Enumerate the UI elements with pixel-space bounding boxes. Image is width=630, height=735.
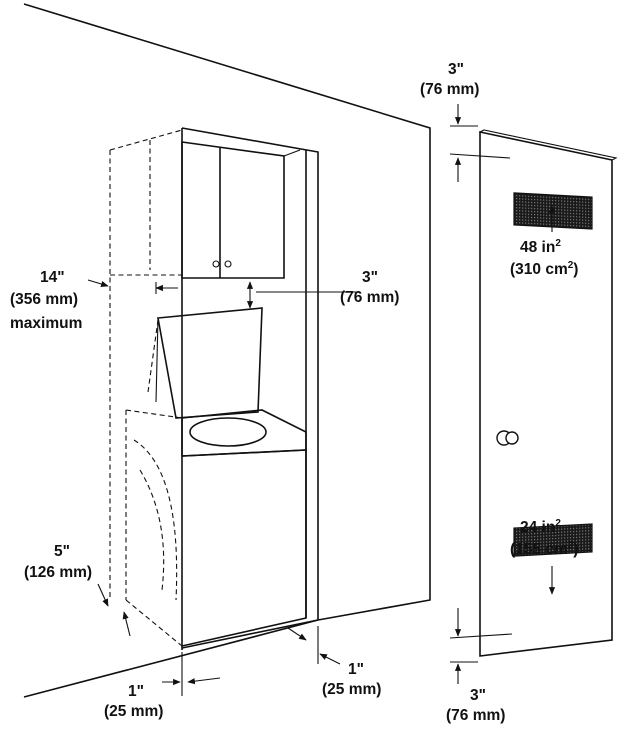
svg-text:(155 cm2): (155 cm2) [510,540,578,558]
wall [23,3,431,698]
label-door-top-gap: 3" (76 mm) [420,61,479,98]
side-clearance-note: maximum [10,315,82,332]
alcove [181,127,319,650]
label-lower-vent: 24 in2 (155 cm2) [510,518,578,558]
lower-vent-metric: (155 cm [510,541,568,558]
closet-door [479,129,618,657]
cabinet-gap-value: 3" [362,269,378,286]
rear-gap-metric: (25 mm) [104,703,163,720]
upper-vent-metric-exp: 2 [568,260,574,271]
door-bottom-gap-value: 3" [470,687,486,704]
label-side-clearance: 14" (356 mm) maximum [10,269,82,332]
label-bottom-offset: 5" (126 mm) [24,543,92,581]
lower-vent [513,523,593,557]
wall-cabinet [181,141,301,279]
cabinet-gap-metric: (76 mm) [340,289,399,306]
dimension-lines [87,104,556,696]
upper-vent [513,192,593,230]
upper-vent-exp: 2 [555,238,561,249]
label-upper-vent: 48 in2 (310 cm2) [510,238,578,278]
lower-vent-close: ) [573,541,578,558]
door-top-gap-value: 3" [448,61,464,78]
door-top-gap-metric: (76 mm) [420,81,479,98]
label-door-bottom-gap: 3" (76 mm) [446,687,505,724]
lower-vent-area: 24 in [520,519,555,536]
lower-vent-metric-exp: 2 [568,540,574,551]
door-knob-icon [496,430,519,446]
svg-text:(310 cm2): (310 cm2) [510,260,578,278]
front-gap-metric: (25 mm) [322,681,381,698]
label-rear-gap: 1" (25 mm) [104,683,163,720]
front-gap-value: 1" [348,661,364,678]
rear-gap-value: 1" [128,683,144,700]
side-clearance-metric: (356 mm) [10,291,78,308]
washer [125,307,307,647]
label-cabinet-gap: 3" (76 mm) [340,269,399,306]
svg-text:24 in2: 24 in2 [520,518,561,536]
lower-vent-exp: 2 [555,518,561,529]
upper-vent-area: 48 in [520,239,555,256]
upper-vent-close: ) [573,261,578,278]
bottom-offset-metric: (126 mm) [24,564,92,581]
side-clearance-value: 14" [40,269,65,286]
svg-text:48 in2: 48 in2 [520,238,561,256]
upper-vent-metric: (310 cm [510,261,568,278]
label-front-gap: 1" (25 mm) [322,661,381,698]
bottom-offset-value: 5" [54,543,70,560]
side-clearance-outline [109,129,183,598]
door-bottom-gap-metric: (76 mm) [446,707,505,724]
